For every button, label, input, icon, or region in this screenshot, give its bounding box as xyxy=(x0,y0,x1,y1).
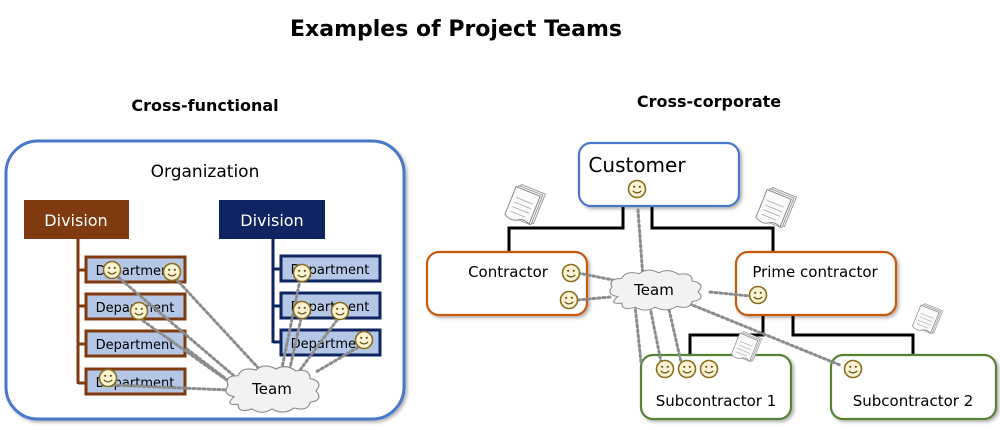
prime-contractor-label: Prime contractor xyxy=(752,263,878,281)
person-icon xyxy=(292,300,312,320)
cross-corporate-heading: Cross-corporate xyxy=(637,92,781,111)
department-label: Department xyxy=(291,337,370,352)
person-icon xyxy=(655,359,675,379)
subcontractor-2-label: Subcontractor 2 xyxy=(853,392,974,410)
department-label: Department xyxy=(96,338,175,353)
team-label-right: Team xyxy=(633,281,674,299)
department-box: Department xyxy=(84,329,187,358)
person-icon xyxy=(677,359,697,379)
contractor-box xyxy=(425,250,589,317)
division-label: Division xyxy=(44,211,107,230)
cross-functional-heading: Cross-functional xyxy=(131,96,278,115)
team-connectors-left xyxy=(111,275,364,392)
contractor-label: Contractor xyxy=(468,263,549,281)
organization-label: Organization xyxy=(151,162,260,182)
contract-lines xyxy=(507,207,915,354)
contract-document-icon xyxy=(911,302,944,337)
person-icon xyxy=(354,330,374,350)
person-icon xyxy=(559,290,579,310)
division-box xyxy=(24,200,129,239)
customer-label: Customer xyxy=(588,153,686,177)
person-icon xyxy=(292,263,312,283)
customer-box xyxy=(577,141,741,208)
division-label: Division xyxy=(240,211,303,230)
person-icon xyxy=(330,301,350,321)
person-icon xyxy=(561,263,581,283)
subcontractor-1-label: Subcontractor 1 xyxy=(656,392,777,410)
person-icon xyxy=(843,359,863,379)
team-label-left: Team xyxy=(251,380,292,398)
contract-document-icon xyxy=(754,185,797,232)
team-connectors-right xyxy=(576,208,842,367)
division-box xyxy=(219,200,325,239)
subcontractor-2-box xyxy=(829,353,998,421)
page-title: Examples of Project Teams xyxy=(290,17,622,42)
person-icon xyxy=(102,260,122,280)
person-icon xyxy=(748,285,768,305)
prime-contractor-box xyxy=(734,250,898,317)
person-icon xyxy=(129,301,149,321)
person-icon xyxy=(162,262,182,282)
person-icon xyxy=(627,179,647,199)
person-icon xyxy=(98,368,118,388)
contract-document-icon xyxy=(503,182,546,229)
person-icon xyxy=(699,359,719,379)
